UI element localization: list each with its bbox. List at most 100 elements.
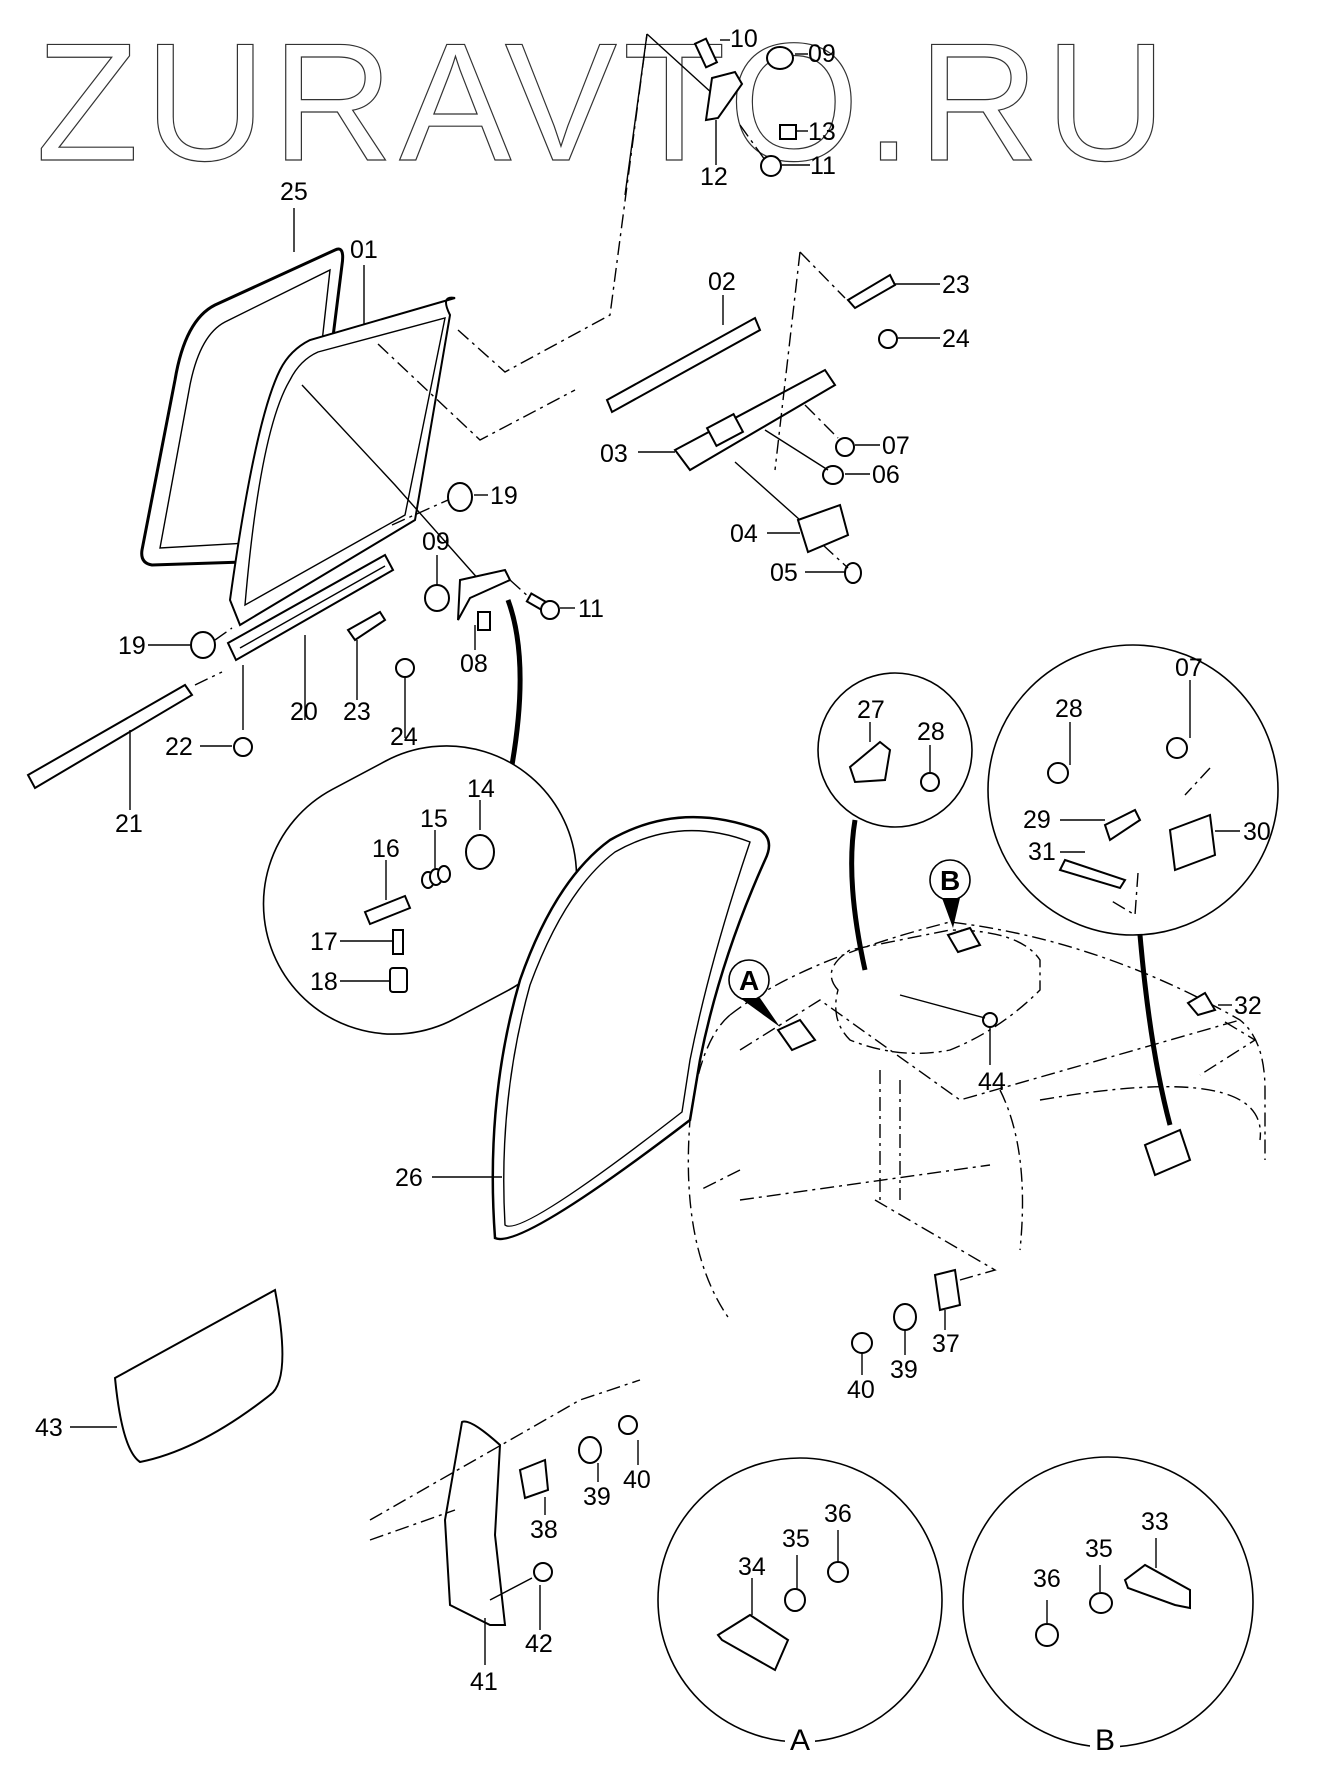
inset-pin-detail (262, 745, 578, 1035)
pin-44 (899, 994, 998, 1065)
bolt-11-head (760, 155, 782, 177)
label-13: 13 (808, 118, 836, 146)
label-26: 26 (395, 1164, 423, 1192)
detail-a-caption: A (790, 1724, 810, 1757)
label-35-a: 35 (782, 1525, 810, 1553)
label-05: 05 (770, 559, 798, 587)
door-sash-01 (228, 265, 456, 627)
leader-sash-to-08 (301, 384, 489, 591)
label-37: 37 (932, 1330, 960, 1358)
bolt-28-latch (1047, 762, 1069, 784)
label-11-mid: 11 (578, 595, 604, 623)
label-07-latch: 07 (1175, 654, 1203, 682)
link-12 (704, 70, 744, 122)
label-33: 33 (1141, 1508, 1169, 1536)
hinge-mount-b (946, 926, 982, 954)
leader-sash-to-rail (377, 343, 576, 441)
label-43: 43 (35, 1414, 63, 1442)
label-35-b: 35 (1085, 1535, 1113, 1563)
inset-striker-detail (817, 672, 973, 971)
nut-13 (779, 124, 797, 140)
leader-to-cab-latch (1137, 934, 1173, 1126)
label-41: 41 (470, 1668, 498, 1696)
bolt-07-latch (1166, 737, 1188, 759)
detail-b-caption: B (1095, 1724, 1115, 1757)
label-25: 25 (280, 178, 308, 206)
label-07-upper: 07 (882, 432, 910, 460)
label-39-upper: 39 (890, 1356, 918, 1384)
inset-latch-detail (987, 644, 1279, 1126)
bolt-42 (489, 1562, 553, 1630)
handle-31 (1058, 858, 1127, 890)
bolt-24-upper (878, 329, 940, 349)
bolt-07-upper (804, 404, 880, 457)
cap-06 (764, 429, 870, 485)
rail-02 (605, 295, 762, 414)
label-27: 27 (857, 696, 885, 724)
pin-17 (392, 929, 404, 955)
roller-19-upper (391, 482, 488, 526)
label-02: 02 (708, 268, 736, 296)
stopper-32 (1186, 991, 1257, 1076)
hinge-mount-a (776, 1018, 817, 1052)
leader-37 (874, 1199, 997, 1281)
door-seal-26 (432, 815, 771, 1241)
label-36-b: 36 (1033, 1565, 1061, 1593)
cab-latch-block (1143, 1128, 1192, 1177)
bolt-36-a (827, 1561, 849, 1583)
sleeve-14 (465, 834, 495, 870)
bolt-28 (920, 772, 940, 792)
label-23-lower: 23 (343, 698, 371, 726)
callout-marker-a (728, 959, 817, 1052)
label-22: 22 (165, 733, 193, 761)
callout-a-label: A (739, 965, 759, 996)
label-03: 03 (600, 440, 628, 468)
label-36-a: 36 (824, 1500, 852, 1528)
bushing-18 (389, 967, 408, 993)
label-11: 11 (810, 152, 836, 180)
cab-frame (687, 921, 1266, 1321)
bolt-40-lower (618, 1415, 639, 1465)
callout-b-label: B (940, 865, 960, 896)
bushing-09-mid (424, 555, 450, 612)
label-12: 12 (700, 163, 728, 191)
bushing-39-lower (578, 1436, 602, 1482)
label-19-lower: 19 (118, 632, 146, 660)
bracket-38 (518, 1458, 550, 1515)
label-29: 29 (1023, 806, 1051, 834)
detail-view-b (962, 1456, 1254, 1778)
leader-to-inset-pin (505, 599, 523, 766)
bracket-23-lower (346, 610, 387, 700)
collar-35-b (1089, 1592, 1113, 1614)
label-08: 08 (460, 650, 488, 678)
latch-30 (1168, 813, 1217, 872)
collar-35-a (784, 1588, 806, 1612)
striker-08 (457, 568, 512, 650)
bushing-39-upper (893, 1303, 917, 1355)
callout-marker-b (929, 859, 982, 954)
leader-rail-vertical (774, 251, 801, 471)
bolt-11-mid (509, 579, 575, 620)
watermark: ZURAVTO.RU (36, 8, 1173, 196)
label-44: 44 (978, 1068, 1006, 1096)
rail-20 (226, 553, 395, 720)
label-15: 15 (420, 805, 448, 833)
bolt-40-upper (851, 1332, 873, 1375)
bolt-10 (693, 37, 719, 69)
leader-to-roof-striker (849, 819, 868, 971)
label-39-lower: 39 (583, 1483, 611, 1511)
label-21: 21 (115, 810, 143, 838)
roller-19-lower (148, 627, 233, 659)
label-34: 34 (738, 1553, 766, 1581)
latch-base-03 (638, 368, 837, 472)
bracket-37 (933, 1268, 962, 1330)
label-30: 30 (1243, 818, 1271, 846)
label-40-upper: 40 (847, 1376, 875, 1404)
label-19-upper: 19 (490, 482, 518, 510)
striker-27 (848, 740, 892, 784)
spring-15 (421, 865, 451, 889)
hinge-33 (1123, 1563, 1191, 1610)
label-38: 38 (530, 1516, 558, 1544)
leader-sash-to-link (457, 33, 648, 373)
